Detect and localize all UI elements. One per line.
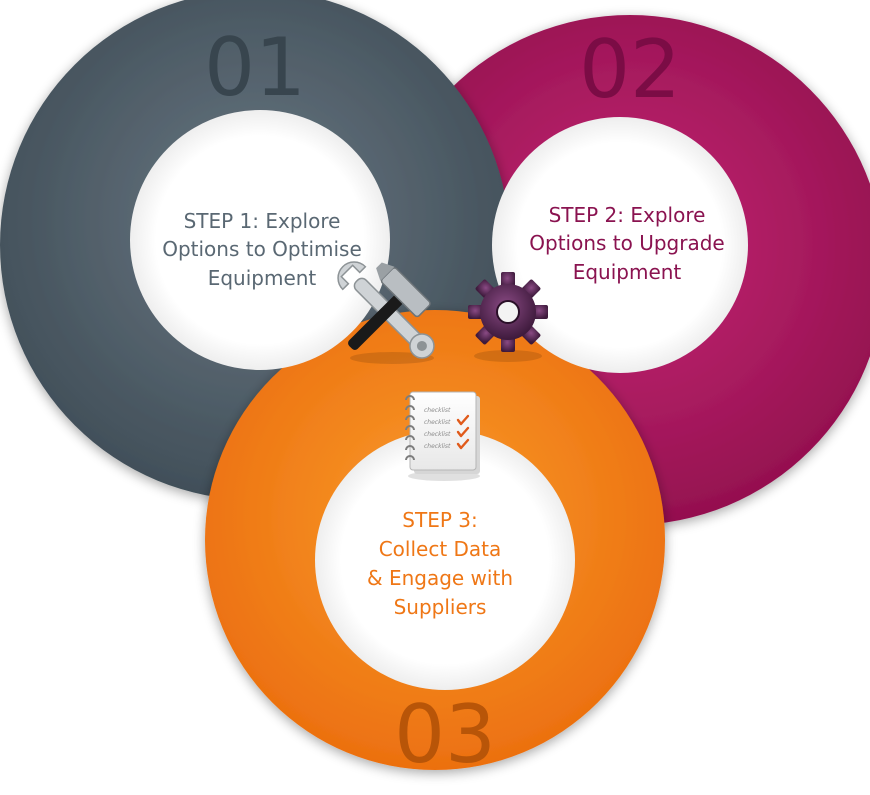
step-3-line-2: Collect Data: [379, 537, 502, 561]
wrench-hammer-icon: [337, 261, 435, 364]
step-2-number: 02: [579, 23, 681, 116]
checklist-line-4: checklist: [424, 443, 451, 450]
checkmark-3: [456, 438, 470, 450]
step-2-line-3: Equipment: [573, 260, 682, 284]
step-2-line-1: STEP 2: Explore: [549, 203, 706, 227]
step-3-label: STEP 3: Collect Data & Engage with Suppl…: [367, 508, 513, 619]
step-1-line-3: Equipment: [208, 266, 317, 290]
step-1-label: STEP 1: Explore Options to Optimise Equi…: [162, 209, 362, 290]
step-3-hole: [315, 430, 575, 690]
step-2-line-2: Options to Upgrade: [529, 231, 724, 255]
checklist-line-3: checklist: [424, 431, 451, 438]
checklist-line-2: checklist: [424, 419, 451, 426]
checkmark-1: [456, 414, 470, 426]
step-3-line-1: STEP 3:: [402, 508, 477, 532]
step-2-label: STEP 2: Explore Options to Upgrade Equip…: [529, 203, 724, 284]
step-3-line-4: Suppliers: [394, 595, 487, 619]
gear-icon: [468, 272, 548, 362]
step-1-line-2: Options to Optimise: [162, 237, 362, 261]
step-1-hole: [130, 110, 390, 370]
step-1-number: 01: [204, 21, 306, 114]
checklist-line-1: checklist: [424, 407, 451, 414]
step-1-line-1: STEP 1: Explore: [184, 209, 341, 233]
checkmark-2: [456, 426, 470, 438]
step-3-line-3: & Engage with: [367, 566, 513, 590]
step-3-number: 03: [394, 688, 496, 781]
step-2-hole: [492, 117, 748, 373]
checklist-icon: checklist checklist checklist checklist: [405, 391, 480, 481]
